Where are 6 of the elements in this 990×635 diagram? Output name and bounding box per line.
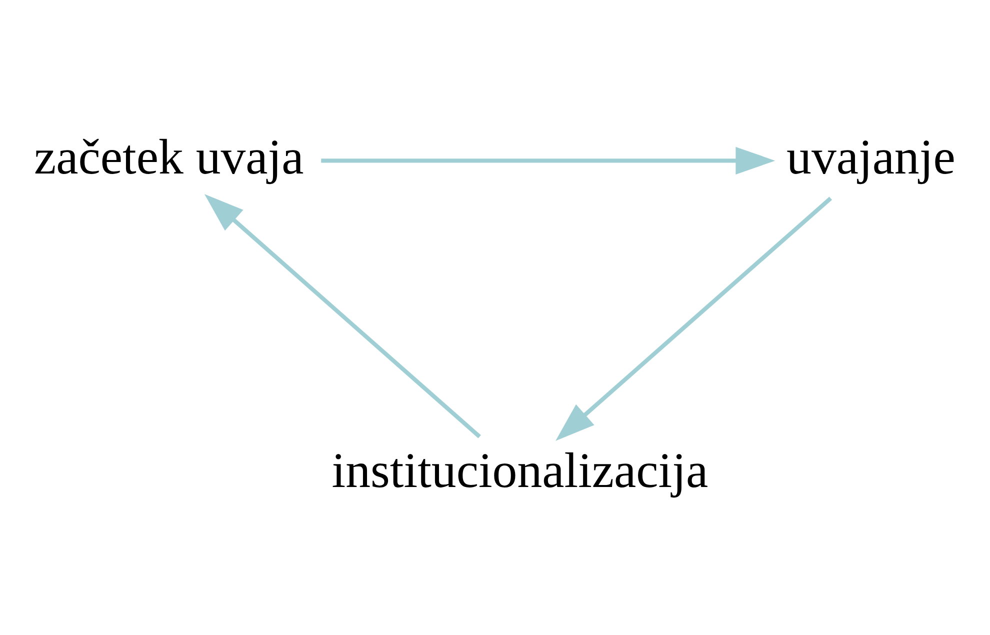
- node-text: institucionalizacija: [332, 443, 708, 498]
- node-text: uvajanje: [786, 130, 956, 185]
- arrow: [321, 146, 776, 175]
- arrow: [556, 196, 832, 441]
- arrow: [204, 194, 481, 438]
- node-text: začetek uvaja: [34, 130, 304, 185]
